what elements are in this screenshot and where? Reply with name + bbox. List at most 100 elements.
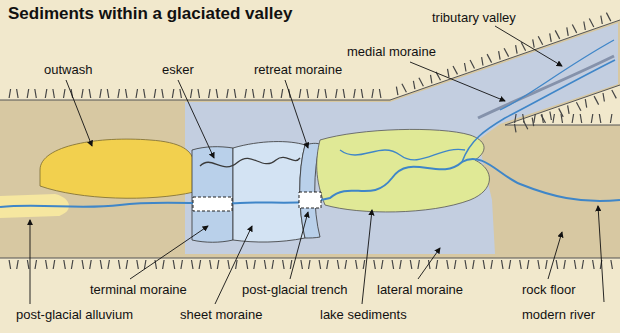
leader-line [410,62,505,101]
hatch-tick [410,260,412,269]
hatch-tick [343,89,345,98]
hatch-tick [172,89,174,98]
medial-moraine [478,56,614,118]
leader-line [66,80,92,146]
feature-label: lake sediments [318,307,409,322]
hatch-tick [379,89,381,98]
hatch-tick [71,260,73,269]
hatch-tick [356,260,358,269]
hatch-tick [516,45,518,54]
hatch-tick [325,89,327,98]
leader-line [130,226,208,279]
lake-sediments [317,129,490,212]
hatch-tick [299,89,301,98]
hatch-tick [345,260,347,269]
hatch-tick [126,260,128,269]
leader-line [548,232,562,279]
hatch-tick [209,89,211,98]
leader-line [290,212,308,279]
hatch-tick [264,260,266,269]
hatch-tick [447,260,449,269]
hatch-tick [509,260,511,269]
hatch-tick [192,260,194,269]
hatch-tick [136,89,138,98]
hatch-tick [263,89,265,98]
hatch-tick [82,260,84,269]
hatch-tick [465,260,467,269]
hatch-tick [542,114,544,123]
outwash [40,139,194,198]
hatch-tick [470,60,474,69]
rock-floor [0,20,620,258]
lateral-moraine [185,23,618,254]
feature-label: retreat moraine [252,62,344,77]
hatch-tick [271,89,273,98]
hatch-tick [82,89,84,98]
hatch-tick [381,260,383,269]
hatch-tick [181,260,183,269]
hatch-tick [402,84,407,93]
hatch-tick [576,102,581,110]
hatch-tick [354,89,356,98]
hatch-tick [210,260,212,269]
leader-line [495,26,562,66]
hatch-tick [436,260,438,269]
hatch-tick [162,89,164,98]
hatch-tick [180,89,182,98]
hatch-tick [100,260,102,269]
diagram-title: Sediments within a glaciated valley [8,4,292,24]
terminal-moraine [192,147,233,243]
hatch-tick [45,89,47,98]
feature-label: post-glacial alluvium [14,307,135,322]
hatch-tick [580,114,582,123]
hatch-tick [538,260,540,269]
hatch-tick [27,260,29,269]
hatch-tick [199,260,201,269]
hatch-tick [191,89,193,98]
hatch-tick [612,90,617,98]
hatch-tick [534,114,536,123]
hatch-tick [372,89,374,98]
hatch-tick [550,33,552,41]
hatch-tick [520,260,522,269]
hatch-tick [100,89,102,98]
hatch-tick [541,115,546,123]
hatch-tick [499,51,501,60]
hatch-tick [589,19,594,28]
hatch-tick [561,114,563,123]
tributary-stream [500,40,614,110]
hatch-tick [555,30,560,39]
feature-label: medial moraine [345,44,438,59]
hatch-tick [307,89,309,98]
hatch-tick [491,260,493,269]
hatch-tick [564,260,566,269]
hatch-tick [400,260,402,269]
hatch-tick [603,93,604,102]
hatch-tick [246,260,248,269]
feature-label: sheet moraine [178,307,264,322]
hatch-tick [431,75,432,84]
feature-label: outwash [42,62,94,77]
hatch-tick [465,63,467,72]
esker [200,157,300,166]
hatch-tick [418,260,420,269]
hatch-tick [217,260,219,269]
hatch-tick [374,260,376,269]
hatch-tick [227,89,229,98]
feature-label: esker [160,62,196,77]
hatch-tick [27,89,29,98]
hatch-tick [601,16,603,24]
post-glacial-trench [299,192,321,208]
valley-wall [0,20,620,258]
hatch-tick [584,22,586,31]
feature-label: tributary valley [430,10,518,25]
hatch-tick [336,89,338,98]
hatch-tick [363,260,365,269]
hatch-tick [574,260,576,269]
hatch-tick [64,89,66,98]
hatch-tick [572,114,574,123]
hatch-tick [309,260,311,269]
hatch-tick [35,89,37,98]
hatch-tick [591,114,593,123]
feature-label: post-glacial trench [240,282,350,297]
